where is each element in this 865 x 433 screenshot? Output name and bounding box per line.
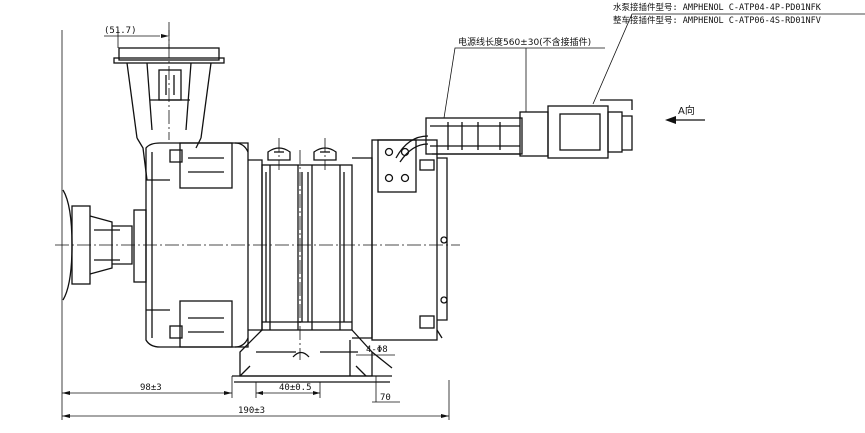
dimension-arrows [62, 34, 449, 418]
pump-connector-note: 水泵接插件型号: AMPHENOL C-ATP04-4P-PD01NFK [613, 3, 821, 13]
center-lines [55, 22, 460, 360]
vehicle-connector-note: 整车接插件型号: AMPHENOL C-ATP06-4S-RD01NFV [613, 16, 821, 26]
cable-bundle [395, 117, 523, 163]
motor-body [248, 157, 373, 339]
dimension-lines [61, 30, 450, 420]
connector [519, 99, 633, 159]
overall-length-dim: 190±3 [238, 406, 265, 416]
top-bolts [267, 147, 337, 161]
inlet-to-mount-dim: 98±3 [140, 383, 162, 393]
outlet-offset-dim: (51.7) [104, 26, 137, 36]
base-height-dim: 70 [380, 393, 391, 403]
view-direction-label: A向 [678, 104, 695, 117]
mount-slot-spacing-dim: 40±0.5 [279, 383, 312, 393]
mount-holes-dim: 4-Φ8 [366, 345, 388, 355]
controller-housing [371, 139, 448, 341]
cable-length-label: 电源线长度560±30(不含接插件) [458, 36, 591, 48]
connector-note-leader [592, 13, 865, 105]
view-direction-arrow [665, 116, 705, 124]
cable-length-leader [443, 47, 605, 119]
